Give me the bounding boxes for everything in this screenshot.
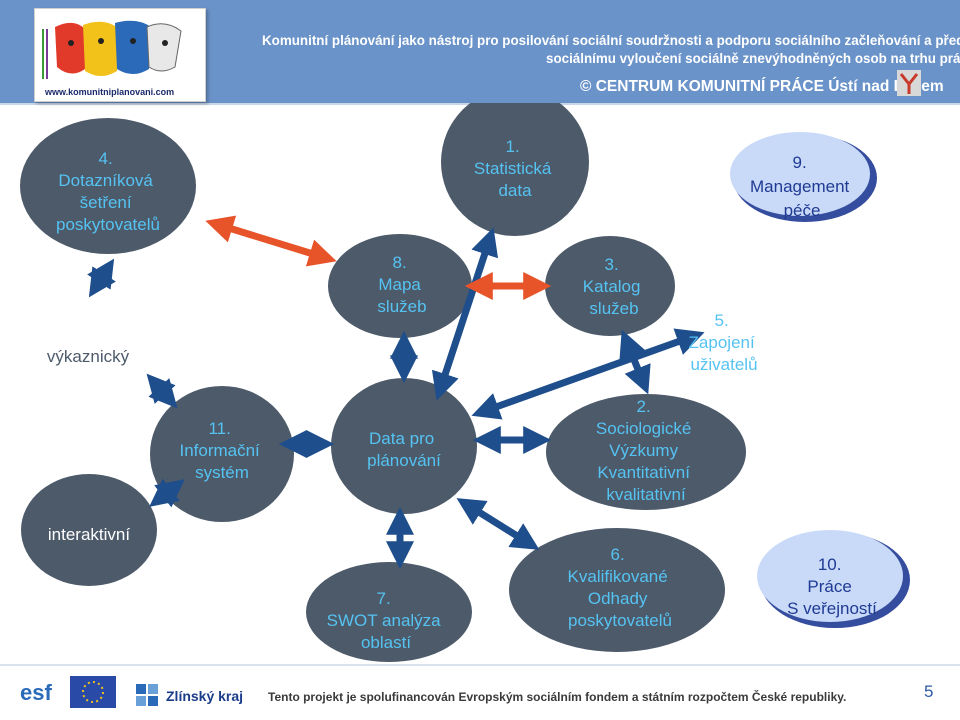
label-mapa: 8. Mapa služeb [377,253,426,316]
label-interaktivni: interaktivní [48,525,130,544]
label-management: 9. Management péče [750,153,854,220]
label-prace: 10. Práce S veřejností [787,555,877,618]
logo-url: www.komunitniplanovani.com [45,87,175,97]
label-data-planovani: Data pro plánování [367,429,441,470]
label-katalog: 3. Katalog služeb [583,255,645,318]
zlinsky-kraj-label: Zlínský kraj [166,688,244,704]
node-sociologicke [546,394,746,510]
footer [0,664,960,720]
node-management [730,132,870,216]
footer-divider [0,664,960,666]
project-logo: www.komunitniplanovani.com [34,8,206,102]
label-dotaznikova: 4. Dotazníková šetření poskytovatelů [56,149,160,234]
node-statisticka [441,103,589,236]
svg-text:esf: esf [20,680,52,705]
node-prace [757,530,903,622]
header-banner: www.komunitniplanovani.com Komunitní plá… [0,0,960,105]
header-title-line1: Komunitní plánování jako nástroj pro pos… [262,33,960,48]
header-title-line2: sociálnímu vyloučení sociálně znevýhodně… [546,51,960,66]
label-kvalifikovane: 6. Kvalifikované Odhady poskytovatelů [568,545,673,630]
label-vykaznicky: výkaznický [47,347,130,366]
node-interaktivni [21,474,157,586]
label-swot: 7. SWOT analýza oblastí [327,589,446,652]
header-organization: © CENTRUM KOMUNITNÍ PRÁCE Ústí nad Labem [580,78,944,95]
label-sociologicke: 2. Sociologické Výzkumy Kvantitativní kv… [596,397,696,504]
ckp-logo-icon [897,70,921,96]
faces-logo-icon [42,20,182,79]
planning-diagram: 4. Dotazníková šetření poskytovatelů 1. … [20,103,910,662]
node-dotaznikova [20,118,196,254]
zlinsky-kraj-logo-icon [136,684,158,706]
node-kvalifikovane [509,528,725,652]
esf-logo-icon: esf [18,676,58,706]
label-informacni: 11. Informační systém [179,419,264,482]
blue-arrows [87,227,705,570]
funding-statement: Tento projekt je spolufinancován Evropsk… [268,690,847,704]
node-katalog [545,236,675,336]
node-informacni [150,386,294,522]
page-number: 5 [924,682,934,701]
red-arrows [205,215,552,300]
label-statisticka: 1. Statistická data [474,137,556,200]
node-swot [306,562,472,662]
eu-flag-icon [70,676,116,708]
node-data-planovani [331,378,477,514]
label-zapojeni: 5. Zapojení uživatelů [689,311,760,374]
